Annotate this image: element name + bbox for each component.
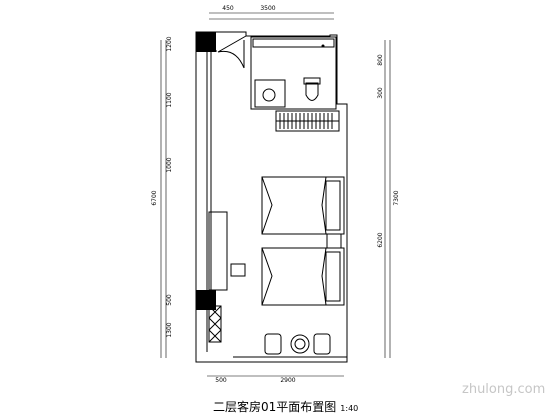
dim-left-2: 1000 <box>166 157 173 172</box>
bath-drain <box>321 44 325 48</box>
title-text: 二层客房01平面布置图 <box>213 400 337 414</box>
bed-1-blanket <box>261 176 327 235</box>
desk-chair <box>230 263 246 277</box>
watermark: zhulong.com <box>462 382 546 397</box>
dim-left-0: 1200 <box>166 36 173 51</box>
dim-left-1: 1100 <box>166 92 173 107</box>
dim-top-0: 450 <box>222 5 234 12</box>
entry-door-swing <box>217 35 247 69</box>
plant-icon <box>294 338 306 350</box>
column-top <box>196 32 216 52</box>
dim-right-2: 6200 <box>377 232 384 247</box>
dim-bottom-1: 2900 <box>280 377 295 384</box>
bathroom <box>250 36 337 110</box>
bed-2-pillow <box>325 251 341 302</box>
bed-1 <box>261 176 345 235</box>
bathroom-inner <box>252 38 335 48</box>
scale-text: 1:40 <box>340 404 359 413</box>
bed-2-blanket <box>261 247 327 306</box>
side-table <box>290 334 310 354</box>
toilet-tank <box>303 77 321 85</box>
outer-wall <box>195 31 348 363</box>
bed-2 <box>261 247 345 306</box>
basin <box>262 88 276 102</box>
bed-1-pillow <box>325 180 341 231</box>
dim-right-total: 7300 <box>393 190 400 205</box>
nightstand <box>326 233 342 249</box>
armchair-left <box>264 333 282 355</box>
basin-counter <box>254 79 286 108</box>
armchair-right <box>313 333 331 355</box>
dim-left-4: 1300 <box>166 322 173 337</box>
toilet <box>305 82 319 101</box>
dim-right-1: 300 <box>377 87 384 99</box>
desk <box>208 211 228 291</box>
dim-bottom-0: 500 <box>215 377 227 384</box>
dimension-lines <box>160 12 391 377</box>
column-bottom <box>196 290 216 310</box>
dim-top-1: 3500 <box>260 5 275 12</box>
dim-left-3: 500 <box>166 294 173 306</box>
luggage-rack <box>208 305 222 343</box>
dim-left-total: 6700 <box>151 190 158 205</box>
dim-right-0: 800 <box>377 54 384 66</box>
